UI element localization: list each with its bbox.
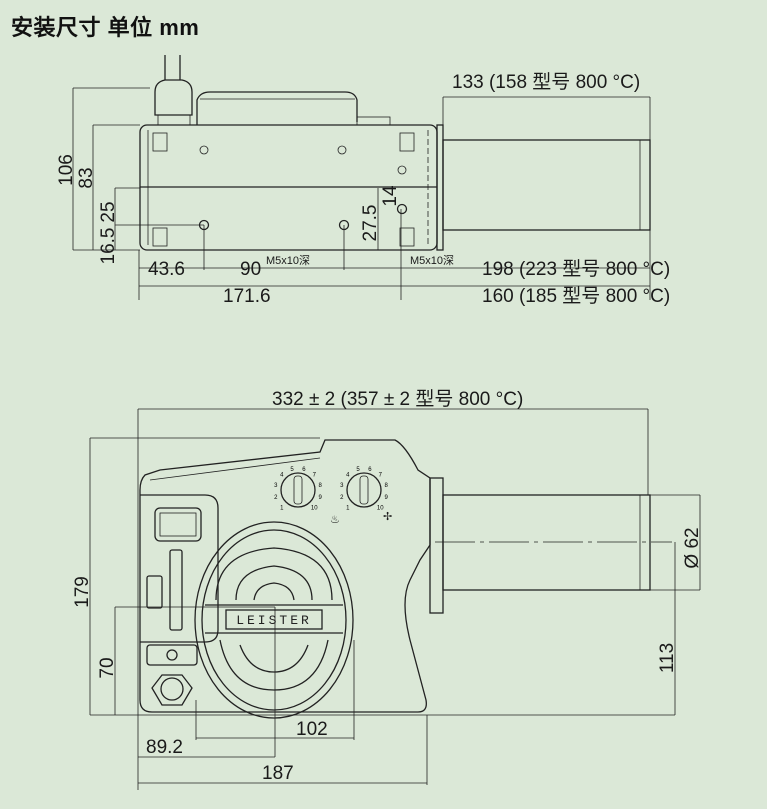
display-screen — [159, 512, 197, 537]
dim-diameter-62: Ø 62 — [682, 527, 703, 568]
screw-hole — [337, 145, 347, 155]
dial-mark: 3 — [274, 483, 278, 489]
intake-grille — [215, 547, 333, 601]
dial-mark: 1 — [346, 505, 350, 511]
dial-mark: 3 — [340, 483, 344, 489]
dial-mark: 8 — [385, 483, 389, 489]
heating-tube — [442, 139, 651, 231]
fan-icon: ✢ — [383, 511, 392, 523]
thread-label: M5x10深 — [410, 254, 454, 267]
dim-187: 187 — [262, 763, 294, 784]
dial-mark: 7 — [379, 473, 383, 479]
heating-tube — [442, 494, 651, 591]
heat-icon: ♨ — [330, 514, 340, 526]
mounting-hole — [396, 203, 408, 215]
screw-hole — [199, 145, 209, 155]
airflow-dial[interactable] — [346, 472, 382, 508]
dim-25: 25 — [98, 201, 119, 222]
dim-27-5: 27.5 — [360, 205, 381, 242]
top-knob — [356, 116, 391, 126]
dial-mark: 6 — [368, 467, 372, 473]
power-switch-icon — [166, 649, 178, 661]
dim-133: 133 (158 型号 800 °C) — [452, 71, 640, 93]
top-view: 106 83 25 16.5 27.5 14 43.6 90 M5x10深 M5… — [56, 55, 670, 307]
dial-mark: 4 — [346, 473, 350, 479]
dial-mark: 5 — [356, 467, 360, 473]
intake-grille — [239, 644, 309, 673]
dial-mark: 2 — [274, 495, 278, 501]
dim-106: 106 — [56, 154, 77, 186]
page-title: 安装尺寸 单位 mm — [11, 15, 200, 40]
dial-mark: 9 — [385, 495, 389, 501]
front-view: ♨ ✢ LEISTER — [72, 388, 703, 790]
cable-gland-nut — [151, 674, 193, 706]
cable-gland — [154, 79, 193, 116]
dim-332: 332 ± 2 (357 ± 2 型号 800 °C) — [272, 388, 523, 410]
logo-plate — [225, 609, 323, 630]
dial-mark: 8 — [319, 483, 323, 489]
flange — [436, 124, 444, 251]
foot-pad — [152, 132, 168, 152]
dim-160: 160 (185 型号 800 °C) — [482, 285, 670, 307]
dial-grip — [293, 475, 303, 505]
dial-mark: 10 — [377, 505, 384, 511]
cable-entry — [160, 677, 184, 701]
housing-top-edge — [149, 457, 321, 481]
dial-mark: 6 — [302, 467, 306, 473]
foot-pad — [152, 227, 168, 247]
intake-grille — [253, 582, 295, 601]
dial-mark: 7 — [313, 473, 317, 479]
dim-70: 70 — [97, 657, 118, 678]
dial-mark: 4 — [280, 473, 284, 479]
switch-panel — [146, 644, 198, 666]
dim-198: 198 (223 型号 800 °C) — [482, 258, 670, 280]
dial-mark: 5 — [290, 467, 294, 473]
dim-113: 113 — [657, 643, 678, 673]
air-intake-outer — [194, 521, 354, 719]
dial-mark: 1 — [280, 505, 284, 511]
foot-pad — [399, 227, 415, 247]
dim-102: 102 — [296, 719, 328, 740]
dial-mark: 9 — [319, 495, 323, 501]
foot-pad — [399, 132, 415, 152]
dim-16-5: 16.5 — [98, 228, 119, 265]
display-window — [154, 507, 202, 542]
dim-43-6: 43.6 — [148, 259, 185, 280]
intake-grille — [235, 565, 313, 601]
connector-socket — [146, 575, 163, 609]
leister-logo: LEISTER — [236, 613, 312, 628]
intake-grille — [219, 639, 329, 691]
control-panel — [140, 494, 219, 643]
air-intake-ring — [201, 529, 347, 711]
dim-83: 83 — [76, 167, 97, 188]
dial-grip — [359, 475, 369, 505]
dim-14: 14 — [380, 185, 401, 207]
top-cover — [196, 91, 358, 125]
thread-label: M5x10深 — [266, 254, 310, 267]
dial-mark: 2 — [340, 495, 344, 501]
dim-171-6: 171.6 — [223, 286, 271, 307]
dial-mark: 10 — [311, 505, 318, 511]
dim-179: 179 — [72, 576, 93, 608]
dim-89-2: 89.2 — [146, 737, 183, 758]
led-bar — [169, 549, 183, 631]
dim-90: 90 — [240, 259, 261, 280]
screw-hole — [397, 165, 407, 175]
flange — [429, 477, 444, 614]
housing-outline — [139, 439, 431, 713]
gland-nut — [157, 114, 191, 126]
temperature-dial[interactable] — [280, 472, 316, 508]
